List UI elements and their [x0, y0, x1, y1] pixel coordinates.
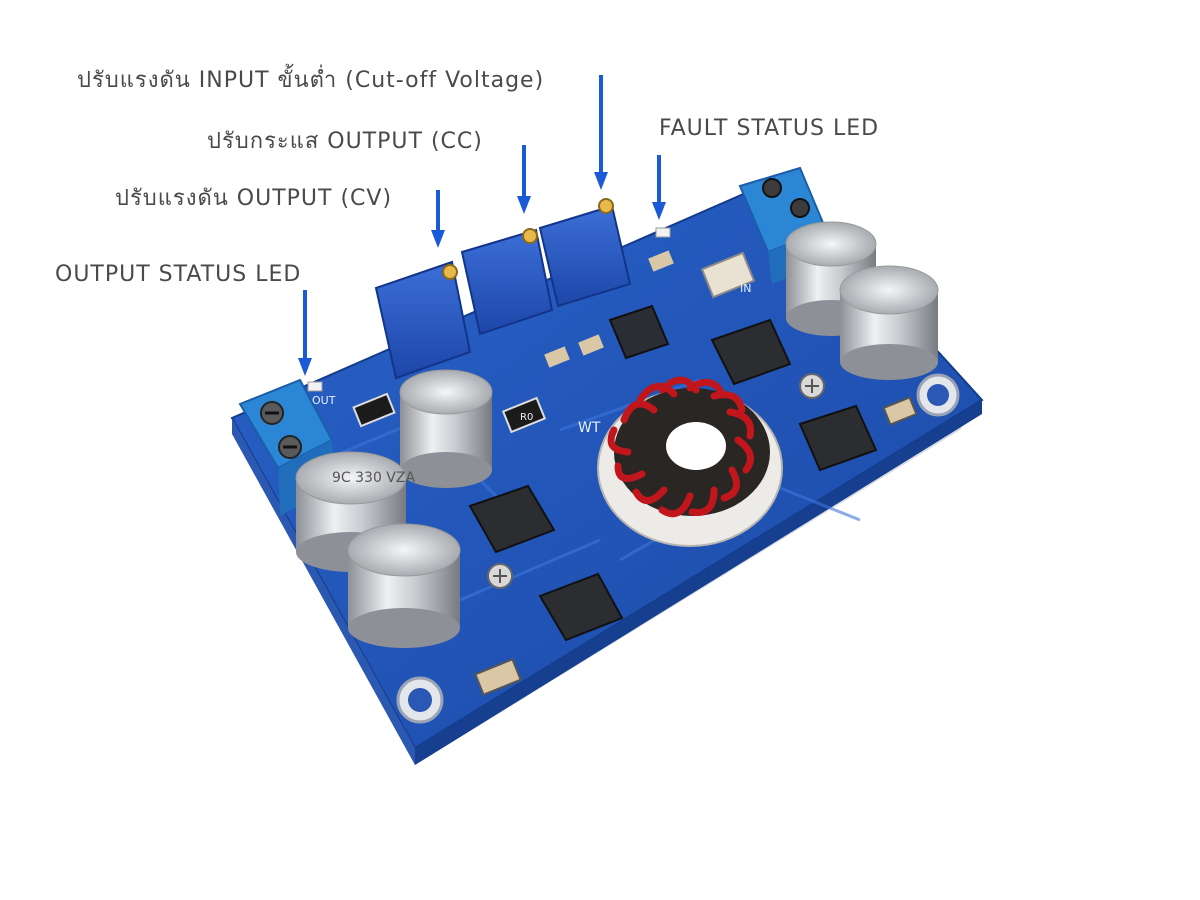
smd-components — [352, 250, 918, 696]
mounting-hole — [916, 373, 960, 417]
potentiometer-cv — [374, 260, 472, 380]
screw — [799, 373, 825, 399]
toroidal-inductor — [597, 376, 783, 547]
electrolytic-capacitor — [347, 523, 461, 648]
arrow-icon — [431, 190, 445, 248]
fault-led-label: FAULT STATUS LED — [659, 116, 880, 141]
arrow-icon — [652, 155, 666, 220]
electrolytic-capacitor — [839, 265, 939, 380]
power-transistor — [798, 404, 878, 472]
output-status-led — [307, 381, 323, 392]
mounting-hole — [396, 676, 444, 724]
screw — [487, 563, 513, 589]
capacitor-marking: 9C 330 VZA — [332, 470, 415, 486]
controller-ic — [608, 304, 670, 360]
output-voltage-label: ปรับแรงดัน OUTPUT (CV) — [115, 186, 393, 211]
output-led-label: OUTPUT STATUS LED — [55, 262, 302, 287]
power-transistor — [710, 318, 792, 386]
arrow-icon — [298, 290, 312, 376]
silkscreen-brand: WT — [578, 420, 601, 436]
power-transistor — [538, 572, 624, 642]
silkscreen-in: IN — [740, 282, 751, 295]
resistor-marking: R0 — [520, 412, 533, 423]
output-current-label: ปรับกระแส OUTPUT (CC) — [207, 129, 483, 154]
potentiometer-cutoff — [538, 198, 632, 308]
electrolytic-capacitor — [399, 369, 493, 488]
arrow-icon — [594, 75, 608, 190]
arrow-icon — [517, 145, 531, 214]
power-transistor — [468, 484, 556, 554]
silkscreen-out: OUT — [312, 394, 336, 407]
potentiometer-cc — [460, 228, 554, 336]
fault-status-led — [655, 227, 671, 238]
cutoff-voltage-label: ปรับแรงดัน INPUT ขั้นต่ำ (Cut-off Voltag… — [77, 68, 545, 93]
